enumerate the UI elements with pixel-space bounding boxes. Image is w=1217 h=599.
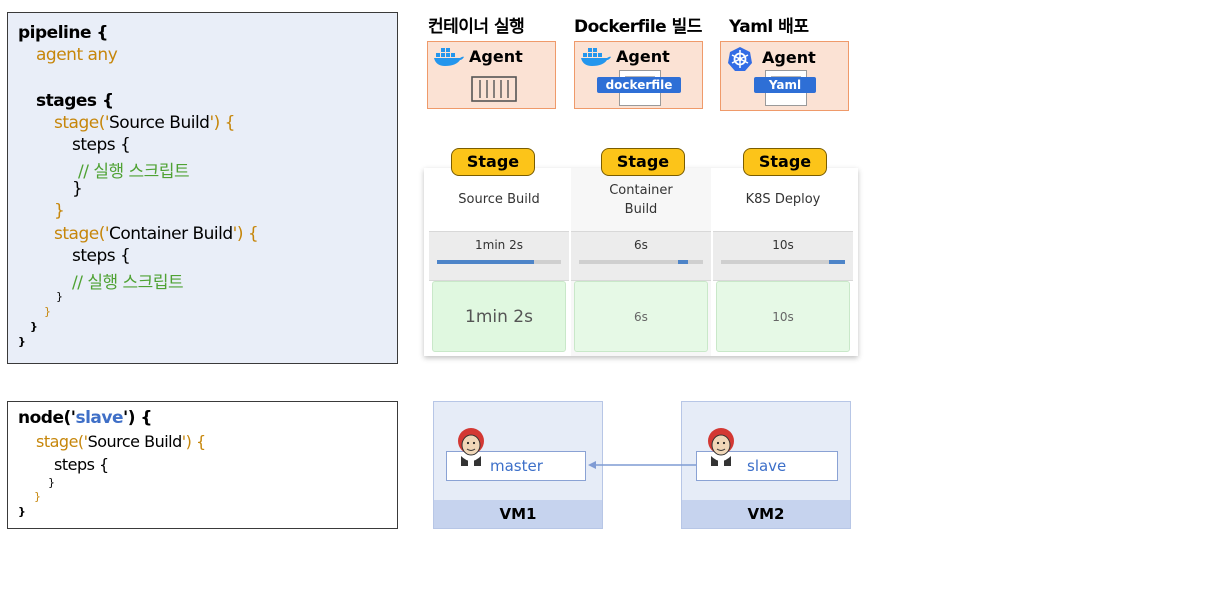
- agent-box-dockerfile: Agent dockerfile: [574, 41, 703, 109]
- code-line: stages {: [36, 91, 114, 111]
- stage-time-row: 6s: [571, 231, 711, 281]
- code-line: stage('Source Build') {: [36, 432, 206, 451]
- dockerfile-tag: dockerfile: [597, 77, 681, 93]
- stage-badge: Stage: [601, 148, 685, 176]
- yaml-tag: Yaml: [754, 77, 816, 93]
- code-line: steps {: [54, 455, 109, 474]
- stage-time-row: 1min 2s: [429, 231, 569, 281]
- docker-whale-icon: [434, 48, 464, 66]
- code-comment: // 실행 스크립트: [72, 273, 184, 293]
- jenkins-icon: [708, 428, 734, 466]
- kubernetes-icon: [728, 47, 752, 71]
- stage-time: 10s: [772, 238, 794, 252]
- code-line: stage('Source Build') {: [54, 113, 235, 133]
- code-line: }: [56, 290, 63, 303]
- code-line: }: [48, 476, 55, 489]
- code-line: stage('Container Build') {: [54, 224, 259, 244]
- stage-badge: Stage: [743, 148, 827, 176]
- stage-duration-cell[interactable]: 10s: [716, 281, 850, 352]
- agent-label: Agent: [616, 47, 670, 66]
- agent-box-container: Agent: [427, 41, 556, 109]
- code-line: node('slave') {: [18, 408, 153, 428]
- connection-arrow: [588, 461, 696, 469]
- vm-label: VM1: [434, 500, 602, 528]
- stage-column: K8S Deploy 10s 10s: [713, 168, 853, 356]
- code-line: }: [34, 490, 41, 503]
- vm-box: master VM1: [433, 401, 603, 529]
- code-line: agent any: [36, 45, 118, 65]
- code-line: }: [54, 201, 65, 221]
- stage-duration-cell[interactable]: 1min 2s: [432, 281, 566, 352]
- code-line: }: [44, 305, 51, 318]
- agent-heading: 컨테이너 실행: [428, 17, 525, 37]
- vm-label: VM2: [682, 500, 850, 528]
- stage-column: Source Build 1min 2s 1min 2s: [429, 168, 569, 356]
- stage-time-row: 10s: [713, 231, 853, 281]
- pipeline-code-box: pipeline { agent any stages { stage('Sou…: [7, 12, 398, 364]
- progress-bar: [721, 260, 845, 264]
- code-line: }: [18, 335, 26, 348]
- agent-label: Agent: [469, 47, 523, 66]
- stage-duration-cell[interactable]: 6s: [574, 281, 708, 352]
- code-comment: // 실행 스크립트: [78, 162, 190, 182]
- stage-time: 6s: [634, 238, 648, 252]
- progress-bar: [579, 260, 703, 264]
- container-icon: [471, 76, 517, 102]
- code-line: }: [30, 320, 38, 333]
- progress-fill: [828, 260, 845, 264]
- jenkins-icon: [458, 428, 484, 466]
- docker-whale-icon: [581, 48, 611, 66]
- code-line: steps {: [72, 135, 131, 155]
- agent-label: Agent: [762, 48, 816, 67]
- code-line: steps {: [72, 246, 131, 266]
- stage-name: Source Build: [458, 192, 540, 207]
- agent-heading: Yaml 배포: [729, 17, 809, 37]
- stage-badge: Stage: [451, 148, 535, 176]
- progress-bar: [437, 260, 561, 264]
- agent-heading: Dockerfile 빌드: [574, 17, 702, 37]
- code-line: pipeline {: [18, 23, 109, 43]
- code-line: }: [18, 505, 26, 518]
- node-code-box: node('slave') { stage('Source Build') { …: [7, 401, 398, 529]
- vm-box: slave VM2: [681, 401, 851, 529]
- agent-box-yaml: Agent Yaml: [720, 41, 849, 111]
- stage-time: 1min 2s: [475, 238, 523, 252]
- code-line: }: [72, 179, 83, 199]
- progress-fill: [678, 260, 689, 264]
- stage-name: K8S Deploy: [745, 192, 821, 207]
- progress-fill: [437, 260, 534, 264]
